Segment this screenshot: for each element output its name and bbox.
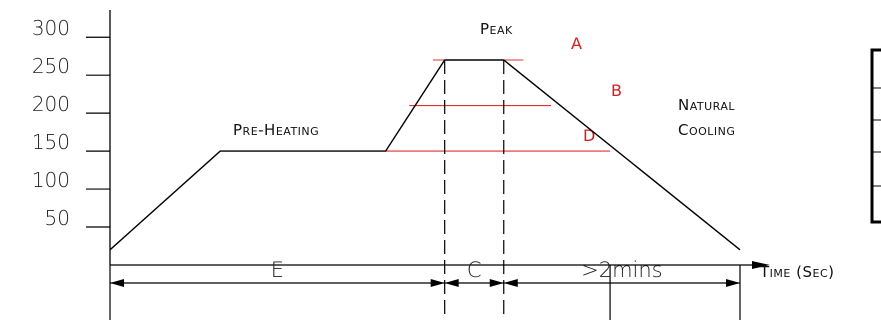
span-label: E [271, 258, 284, 282]
span-arrowhead-right [726, 279, 740, 287]
y-tick-label: 150 [32, 130, 70, 154]
y-tick-label: 100 [32, 168, 70, 192]
x-axis-label: Time (Sec) [759, 263, 834, 281]
span-arrowhead-left [503, 279, 518, 287]
cooling-label-line1: Natural [678, 96, 735, 114]
legend-box-edge [870, 48, 881, 224]
reference-label-a: A [571, 34, 582, 53]
span-arrowhead-left [444, 279, 459, 287]
phase-dividers [444, 60, 611, 320]
reference-label-b: B [611, 81, 622, 100]
cooling-label-line2: Cooling [678, 121, 735, 139]
temperature-profile-line [109, 59, 741, 251]
span-label: >2mins [581, 258, 663, 282]
x-axis-arrow [752, 261, 770, 269]
peak-label: Peak [480, 20, 513, 38]
y-tick-label: 250 [32, 54, 70, 78]
y-tick-label: 300 [32, 16, 70, 40]
span-arrowhead-left [110, 279, 124, 287]
y-tick-label: 50 [45, 206, 70, 230]
span-label: C [467, 258, 482, 282]
span-arrowhead-right [489, 279, 504, 287]
y-ticks: 300 250 200 150 100 50 [32, 16, 110, 230]
span-arrowhead-right [430, 279, 445, 287]
y-tick-label: 200 [32, 92, 70, 116]
phase-spans: E C >2mins [109, 258, 741, 320]
preheating-label: Pre-Heating [233, 121, 319, 139]
